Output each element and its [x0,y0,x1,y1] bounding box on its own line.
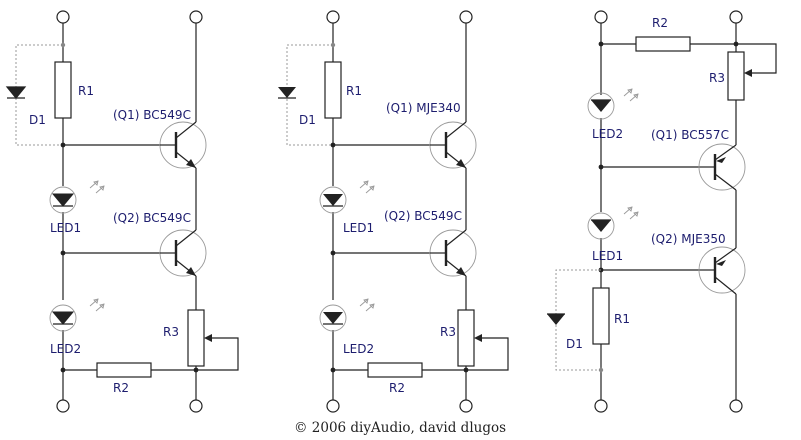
q2-label: (Q2) BC549C [384,209,462,223]
r3-label: R3 [709,71,725,85]
led2 [49,298,105,332]
terminal-bottom-right [729,399,743,413]
led2 [319,298,375,332]
r3-label: R3 [163,325,179,339]
terminal-top-right [189,10,203,24]
diode-d1 [547,313,565,325]
led1-label: LED1 [592,249,623,263]
terminal-bottom-right [189,399,203,413]
led1-label: LED1 [50,221,81,235]
q2-label: (Q2) MJE350 [651,232,726,246]
copyright-text: © 2006 diyAudio, david dlugos [294,420,506,436]
r2-label: R2 [389,381,405,395]
led1 [587,206,639,240]
led1-label: LED1 [343,221,374,235]
led2-label: LED2 [50,342,81,356]
r3-label: R3 [440,325,456,339]
potentiometer-r3 [457,309,475,367]
circuit-1: D1 R1 LED1 LED2 R2 [5,10,239,413]
circuit-3: R2 R3 LED2 (Q1) BC557C [547,10,777,413]
q1-label: (Q1) BC549C [113,108,191,122]
potentiometer-r3 [727,51,745,101]
terminal-top-right [729,10,743,24]
resistor-r2 [96,362,152,378]
resistor-r2 [367,362,423,378]
q1-label: (Q1) BC557C [651,128,729,142]
resistor-r1 [324,61,342,119]
terminal-bottom-left [56,399,70,413]
terminal-top-right [459,10,473,24]
r2-label: R2 [652,16,668,30]
diode-d1 [278,87,296,99]
led2-label: LED2 [343,342,374,356]
transistor-q1 [698,143,746,191]
led1 [319,180,375,214]
terminal-bottom-right [459,399,473,413]
circuit-2: D1 R1 LED1 LED2 R2 [278,10,509,413]
d1-label: D1 [566,337,583,351]
r1-label: R1 [346,84,362,98]
terminal-top-left [594,10,608,24]
d1-label: D1 [29,113,46,127]
resistor-r1 [592,287,610,345]
terminal-top-left [56,10,70,24]
transistor-q1 [159,121,207,169]
terminal-bottom-left [594,399,608,413]
diode-d1 [5,86,27,99]
terminal-bottom-left [326,399,340,413]
r1-label: R1 [78,84,94,98]
q2-label: (Q2) BC549C [113,211,191,225]
r1-label: R1 [614,312,630,326]
potentiometer-r3 [187,309,205,367]
resistor-r1 [54,61,72,119]
led2-label: LED2 [592,127,623,141]
transistor-q1 [429,121,477,169]
led1 [49,180,105,214]
led2 [587,88,639,120]
terminal-top-left [326,10,340,24]
resistor-r2 [635,36,691,52]
transistor-q2 [698,246,746,295]
r2-label: R2 [113,381,129,395]
q1-label: (Q1) MJE340 [386,101,461,115]
transistor-q2 [159,229,207,277]
d1-label: D1 [299,113,316,127]
transistor-q2 [429,229,477,277]
